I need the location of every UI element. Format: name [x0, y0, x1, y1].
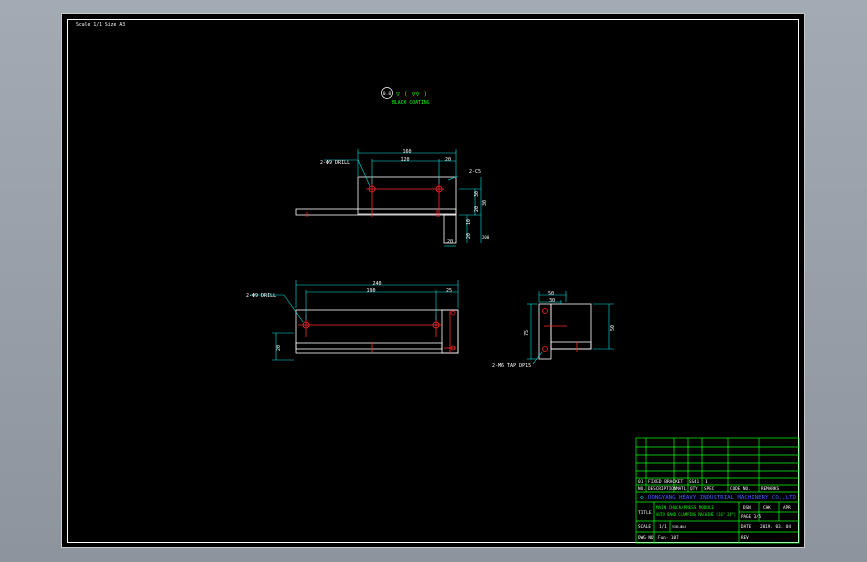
hdr-spec: SPEC — [704, 486, 715, 492]
title-line2: AUTO BAND CLAMPING MACHINE (16"-24") — [656, 512, 736, 517]
front-dim-overall: 240 — [372, 281, 381, 287]
top-dim-height1: 30 — [474, 191, 480, 197]
front-view: 2-Φ9 DRILL 240 190 25 20 — [246, 280, 459, 361]
top-dim-overall: 160 — [402, 149, 411, 155]
hdr-qty: QTY — [690, 486, 698, 492]
title-label: TITLE — [638, 510, 652, 516]
front-dim-pitch: 190 — [366, 288, 375, 294]
top-view: 2-Φ9 DRILL 2-C5 160 120 20 30 20 30 10 2… — [295, 149, 490, 247]
top-dim-base: 20 — [466, 233, 472, 239]
roughness-symbols: ▽ ( ▽▽ ) — [396, 90, 427, 98]
title-line1: MAIN CHUCK/PRESS MODULE — [656, 505, 714, 510]
scale-value: 1/1 — [659, 524, 667, 530]
top-dim-height2: 20 — [474, 206, 480, 212]
top-dim-height3: 30 — [482, 200, 488, 206]
hdr-code: CODE NO. — [730, 486, 751, 492]
front-drill-label: 2-Φ9 DRILL — [246, 293, 276, 299]
drawing-sheet: Scale 1/1 Size A3 0.8 ▽ ( ▽▽ ) BLACK COA… — [61, 13, 805, 548]
side-view: 50 30 75 50 2-M6 TAP DP15 — [492, 291, 616, 369]
top-chamfer-label: 2-C5 — [469, 169, 481, 175]
title-block: 01 FIXED BRACKET SS41 1 NO. DESCRIPTION … — [635, 437, 800, 544]
side-dim-height-left: 75 — [524, 330, 530, 336]
side-dim-width: 50 — [548, 291, 554, 297]
top-dim-edge: 20 — [445, 157, 451, 163]
angle-label: THIRD ANGLE — [672, 524, 686, 529]
dwg-value: Fun- 107 — [658, 535, 679, 541]
date-label: DATE — [741, 524, 752, 530]
top-drill-label: 2-Φ9 DRILL — [320, 160, 350, 166]
front-dim-height: 20 — [276, 345, 282, 351]
company-logo-icon: ◇ — [640, 494, 644, 501]
item-desc: FIXED BRACKET — [648, 479, 684, 485]
finish-symbol-circle — [381, 87, 393, 99]
cad-drawing: Scale 1/1 Size A3 0.8 ▽ ( ▽▽ ) BLACK COA… — [76, 22, 800, 544]
hdr-remarks: REMARKS — [761, 486, 780, 492]
top-dim-base2: 20 — [447, 239, 453, 245]
finish-note: 0.8 ▽ ( ▽▽ ) BLACK COATING — [381, 87, 430, 106]
side-tap-label: 2-M6 TAP DP15 — [492, 363, 531, 369]
item-qty: 1 — [705, 479, 708, 485]
apr-label: APR — [783, 505, 791, 511]
top-dim-thick: 10 — [466, 219, 472, 225]
item-matl: SS41 — [689, 479, 700, 484]
dwg-label: DWG NO — [638, 535, 654, 541]
title-ref: PAGE 3/5 — [741, 514, 762, 519]
scale-size-note: Scale 1/1 Size A3 — [76, 22, 125, 28]
date-value: 2019. 03. 04 — [760, 524, 791, 530]
company-name: DONGYANG HEAVY INDUSTRIAL MACHINERY CO.,… — [648, 495, 796, 501]
side-dim-height-right: 50 — [610, 325, 616, 331]
item-no: 01 — [638, 479, 644, 485]
drawing-border — [67, 19, 799, 543]
side-dim-pitch: 30 — [549, 298, 555, 304]
rev-label: REV — [741, 535, 749, 541]
coating-note: BLACK COATING — [392, 100, 430, 106]
top-dim-small: 200 — [482, 235, 490, 240]
top-dim-pitch: 120 — [400, 157, 409, 163]
hdr-matl: MATL — [676, 486, 687, 492]
hdr-desc: DESCRIPTION — [648, 486, 677, 492]
chk-label: CHK — [763, 505, 771, 511]
scale-label: SCALE — [638, 524, 651, 530]
dsn-label: DSN — [743, 505, 751, 511]
hdr-no: NO. — [638, 486, 646, 492]
front-dim-edge: 25 — [446, 288, 452, 294]
finish-symbol-text: 0.8 — [383, 91, 391, 97]
